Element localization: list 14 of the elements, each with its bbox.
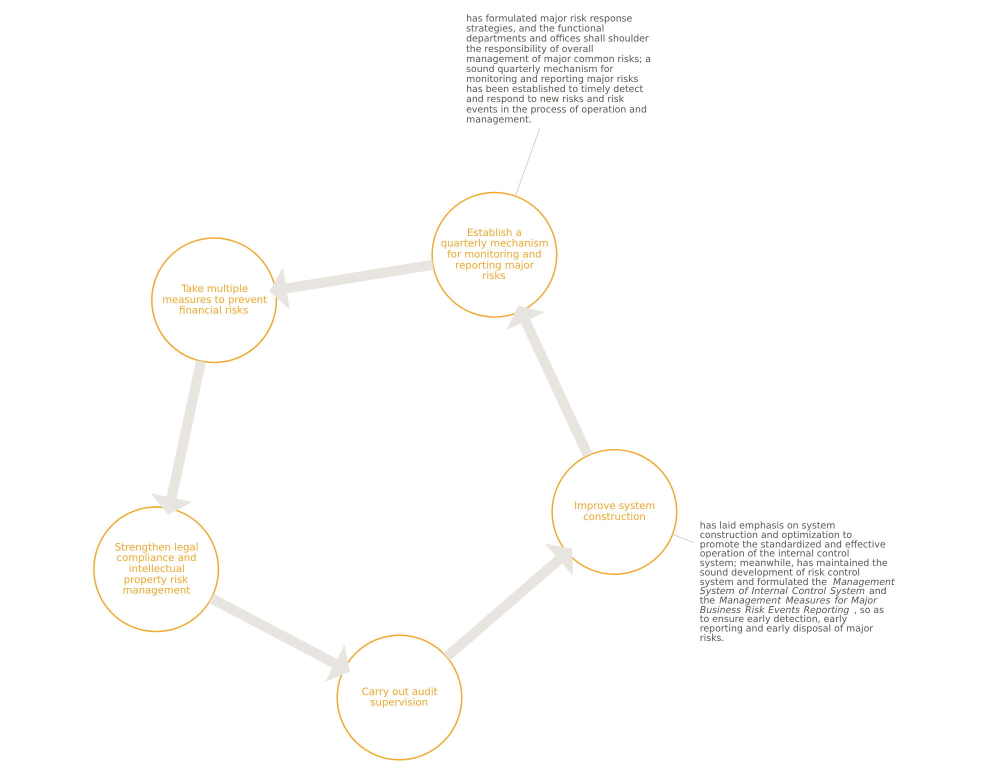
node-circle: Take multiple measures to prevent financial risks xyxy=(150,237,277,364)
node-circle: Carry out audit supervision xyxy=(336,634,462,760)
node-circle: Establish a quarterly mechanism for monitoring and reporting major risks xyxy=(430,192,557,318)
node-text: has formulated major risk response strategies, and the functional departments and offices shall shoulder the responsibility of overall management of major common risks; a sound quarterly mechanism for monitoring and reporting major risks has been established to timely detect and respond to new risks and risk events in the process of operation and management. xyxy=(466,14,651,126)
connector xyxy=(672,534,694,543)
arrow xyxy=(150,360,206,515)
arrow xyxy=(442,544,572,661)
node-circle: Improve system construction xyxy=(550,448,677,575)
node-circle: Strengthen legal compliance and intellectual property risk management xyxy=(92,506,219,632)
arrow xyxy=(506,306,592,458)
arrow xyxy=(208,594,350,682)
arrow xyxy=(268,260,434,310)
connector xyxy=(514,128,540,196)
node-text: has laid emphasis on system construction and optimization to promote the standardized and effective operation of the internal control system; meanwhile, has maintained the sound development of risk control system and formulated the Management System of Internal Control System and the Management Measures for Major Business Risk Events Reporting, so as to ensure early detection, early reporting and early disposal of major risks. xyxy=(699,520,894,644)
